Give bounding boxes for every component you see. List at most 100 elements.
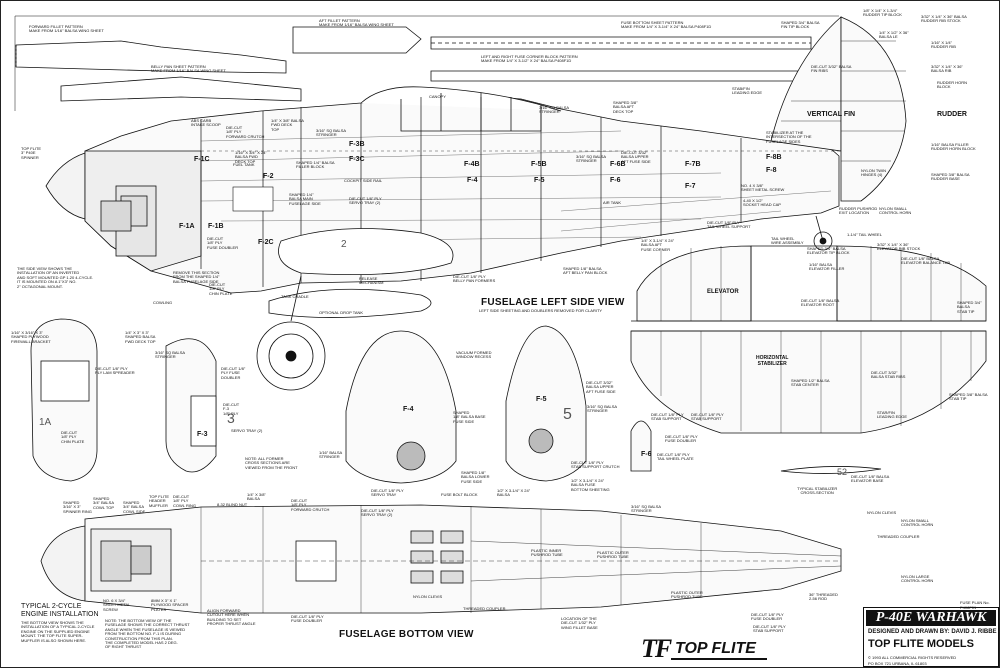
former-callout: 3/16" SQ BALSA STRINGER [587,404,618,414]
typical-stab-cross-label: TYPICAL STABILIZER CROSS-SECTION [797,486,838,496]
side-callout: 1/16" X 3/4" X 24" BALSA FWD DECK TOP [235,150,267,164]
canopy-label: CANOPY [429,94,446,99]
bottom-callout: NYLON CLEVIS [867,510,897,515]
top-flite-logo: TF TOP FLITE [641,634,769,666]
tail-callout: SHAPED 3/4" BALSA ELEVATOR TIP BLOCK [807,246,850,256]
bottom-callout: TOP FLITE HEADER MUFFLER [149,494,170,508]
pattern-forward-fillet [15,40,287,74]
side-callout: NYLON SMALL CONTROL HORN [879,206,912,216]
former-label: F-4 [403,406,414,413]
side-callout: SHAPED 1/4" BALSA FILLER BLOCK [296,160,335,170]
bottom-callout: DIE-CUT 1/8" PLY FUSE DOUBLER [291,614,324,624]
stencil-number: 3 [227,410,235,426]
side-view-title: FUSELAGE LEFT SIDE VIEW [481,297,625,308]
address: PO BOX 721 URBANA, IL 61803 [868,661,927,666]
former-label: F-6 [610,177,621,184]
former-callout: SERVO TRAY (2) [231,428,263,433]
model-name: P-40E WARHAWK [866,610,996,626]
title-block: FUSE PLAN No. P408F01 P-40E WARHAWK DESI… [863,600,999,667]
cross-section-note: NOTE: ALL FORMER CROSS SECTIONS ARE VIEW… [245,456,298,470]
bottom-callout: 1/2" X 3-1/4" X 24" BALSA [497,488,531,498]
pattern-fuse-bottom [430,36,812,50]
engine-note: THE BOTTOM VIEW SHOWS THE INSTALLATION O… [21,620,95,643]
designer-credit: DESIGNED AND DRAWN BY: DAVID J. RIBBE [868,629,997,635]
tail-callout: 3/32" X 1/4" X 36" BALSA RUDDER RIB STOC… [921,14,967,24]
former-callout: SHAPED 1/8" BALSA BASE FUSE SIDE [453,410,486,424]
tail-callout: 1/8" X 1/4" X 1-3/4" RUDDER TIP BLOCK [863,8,902,18]
spinner-label: TOP FLITE 3" P40E SPINNER [21,146,42,160]
side-callout: DIE-CUT 1/8" PLY FORWARD CRUTCH [226,125,265,139]
bottom-callout: 8MM X 3" X 1" PLYWOOD SPACER PLATES [151,598,189,612]
bottom-callout: NYLON CLEVIS [413,594,443,599]
tail-callout: SHAPED 1/2" BALSA STAB CENTER [791,378,830,388]
pattern-belly-pan [60,76,302,102]
tank-cradle-label: TANK CRADLE [281,294,309,299]
bottom-callout: SHAPED 3/16" X 3" SPINNER RING [63,500,92,514]
former-label: F-7B [685,161,701,168]
side-callout: DIE-CUT 1/8" PLY FUSE DOUBLER [207,236,239,250]
former-label: F-2C [258,239,274,246]
former-callout: 1/2" X 3-1/4" X 24" BALSA FUSE BOTTOM SH… [571,478,610,492]
pattern-aft-fillet [292,26,422,54]
bottom-callout: NO. 6 X 3/4" SHEET METAL SCREW [103,598,131,612]
fuel-tank-label: FUEL TANK [233,162,255,167]
side-callout: DIE-CUT 1/8" PLY TAIL WHEEL SUPPORT [707,220,751,230]
tail-callout: DIE-CUT 1/8" PLY STAB SUPPORT [691,412,724,422]
former-callout: DIE-CUT 1/8" PLY FUSE DOUBLER [221,366,246,380]
inner-pushrod-label: PLASTIC INNER PUSHROD TUBE [531,548,563,558]
former-cross-sections [30,318,652,484]
former-label: F-4B [464,161,480,168]
vertical-fin-label: VERTICAL FIN [807,111,856,118]
tail-callout: DIE-CUT 1/8" PLY FUSE DOUBLER [665,434,698,444]
side-callout: STABILIZER AT THE INTERSECTION OF THE FU… [766,130,812,144]
plan-number: FUSE PLAN No. P408F01 [960,600,990,610]
company-name: TOP FLITE MODELS [868,638,974,650]
former-label: F-1A [179,223,195,230]
bottom-callout: PLASTIC OUTER PUSHROD TUBE [671,590,703,600]
tail-callout: 1/16" BALSA FILLER RUDDER HORN BLOCK [931,142,976,152]
former-callout: DIE-CUT 1/8" PLY PLY LAM SPREADER [95,366,135,376]
former-label: F-1C [194,156,210,163]
outer-pushrod-label: PLASTIC OUTER PUSHROD TUBE [597,550,629,560]
tail-callout: SHAPED 3/4" BALSA STAB TIP [957,300,982,314]
tail-callout: DIE-CUT 1/8" BALSA ELEVATOR BASE [851,474,890,484]
side-callout: 3/16" SQ BALSA STRINGER [539,105,570,115]
former-label: F-6 [641,451,652,458]
tail-callout: 1/16" BALSA ELEVATOR FILLER [809,262,845,272]
former-label: F-1B [208,223,224,230]
brand-mark: TF [641,634,672,663]
tail-callout: DIE-CUT 1/8" BALSA ELEVATOR ROOT [801,298,840,308]
bottom-callout: THREADED COUPLER [463,606,506,611]
optional-drop-tank-label: OPTIONAL DROP TANK [319,310,364,315]
cowling-label: COWLING [153,300,173,305]
former-label: F-2 [263,173,274,180]
tail-callout: 1/4" X 1/2" X 36" BALSA LE [879,30,909,40]
side-callout: 4-40 X 1/2" SOCKET HEAD CAP [743,198,781,208]
brand-name: TOP FLITE [675,640,756,657]
side-callout: SHAPED 1/8" BALSA AFT BELLY PAN BLOCK [563,266,608,276]
stencil-number: 5 [563,406,572,423]
bottom-callout: SHAPED 3/4" BALSA COWL TOP [93,496,115,510]
tail-wheel-label: 1-1/4" TAIL WHEEL [847,232,882,237]
forward-fillet-pattern-label: FORWARD FILLET PATTERN MAKE FROM 1/16" B… [29,24,104,34]
side-callout: NO. 4 X 3/8" SHEET METAL SCREW [741,183,785,193]
bottom-callout: 36" THREADED 2-56 ROD [809,592,838,602]
side-callout: ABS CARB INTAKE SCOOP [191,118,221,128]
former-callout: 3/16" SQ BALSA STRINGER [155,350,186,360]
former-callout: DIE-CUT 1/8" PLY CHIN PLATE [61,430,85,444]
bottom-callout: DIE-CUT 1/8" PLY FUSE DOUBLER [751,612,784,622]
air-tank-label: AIR TANK [603,200,622,205]
tail-callout: DIE-CUT 3/32" BALSA FIN RIBS [811,64,852,74]
tail-callout: SHAPED 3/4" BALSA FIN TIP BLOCK [781,20,820,30]
side-callout: STAB/FIN LEADING EDGE [732,86,763,96]
servo-tray-label: DIE-CUT 1/8" PLY SERVO TRAY [371,488,404,498]
fuselage-side-view [45,16,907,391]
bottom-callout: LOCATION OF THE DIE-CUT 1/32" PLY WING F… [561,616,598,630]
former-callout: 1/16" BALSA STRINGER [319,450,343,460]
rudder-label: RUDDER [937,111,967,118]
bottom-callout: DIE-CUT 1/8" PLY COWL RING [173,494,196,508]
side-view-note: THE SIDE VIEW SHOWS THE INSTALLATION OF … [17,266,94,289]
bottom-view-note: NOTE: THE BOTTOM VIEW OF THE FUSELAGE SH… [105,618,190,650]
